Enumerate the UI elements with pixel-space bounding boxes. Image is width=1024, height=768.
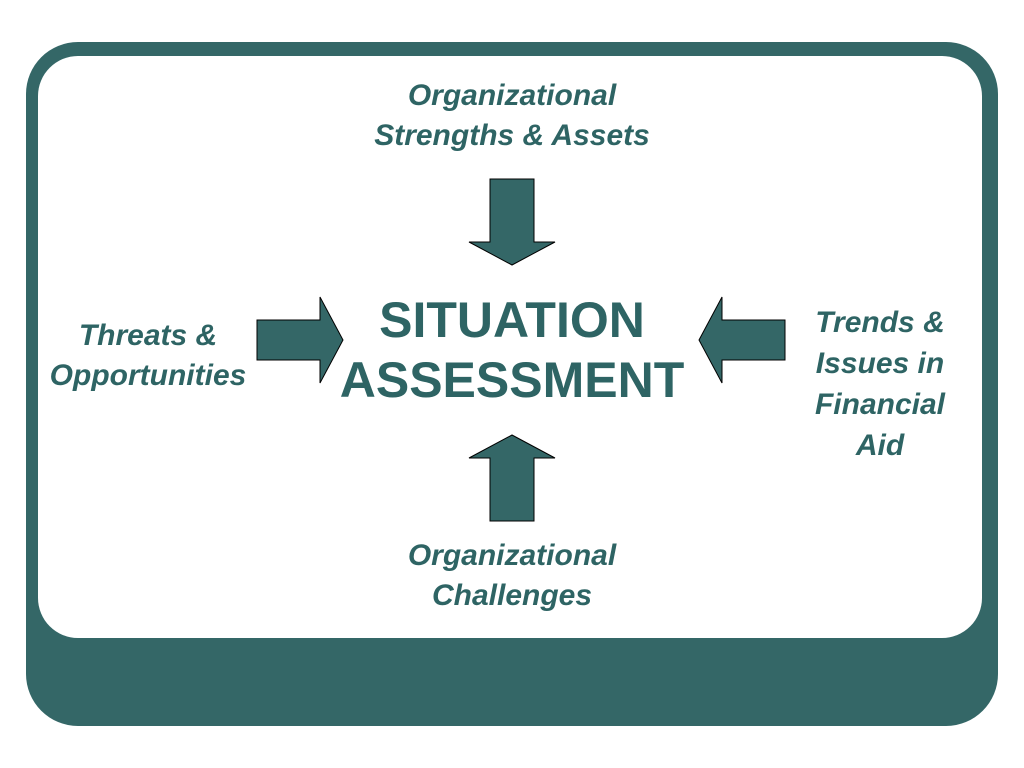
left-input-label: Threats & Opportunities (49, 319, 247, 392)
top-input-label: Organizational Strengths & Assets (374, 79, 650, 152)
arrow-down-icon (468, 178, 556, 266)
arrow-up-icon (468, 434, 556, 522)
content-panel (38, 56, 982, 638)
center-title: SITUATION ASSESSMENT (339, 292, 685, 408)
right-input-label: Trends & Issues in Financial Aid (814, 306, 946, 462)
bottom-input-label: Organizational Challenges (407, 539, 617, 612)
arrow-right-icon (256, 296, 344, 384)
arrow-left-icon (698, 296, 786, 384)
